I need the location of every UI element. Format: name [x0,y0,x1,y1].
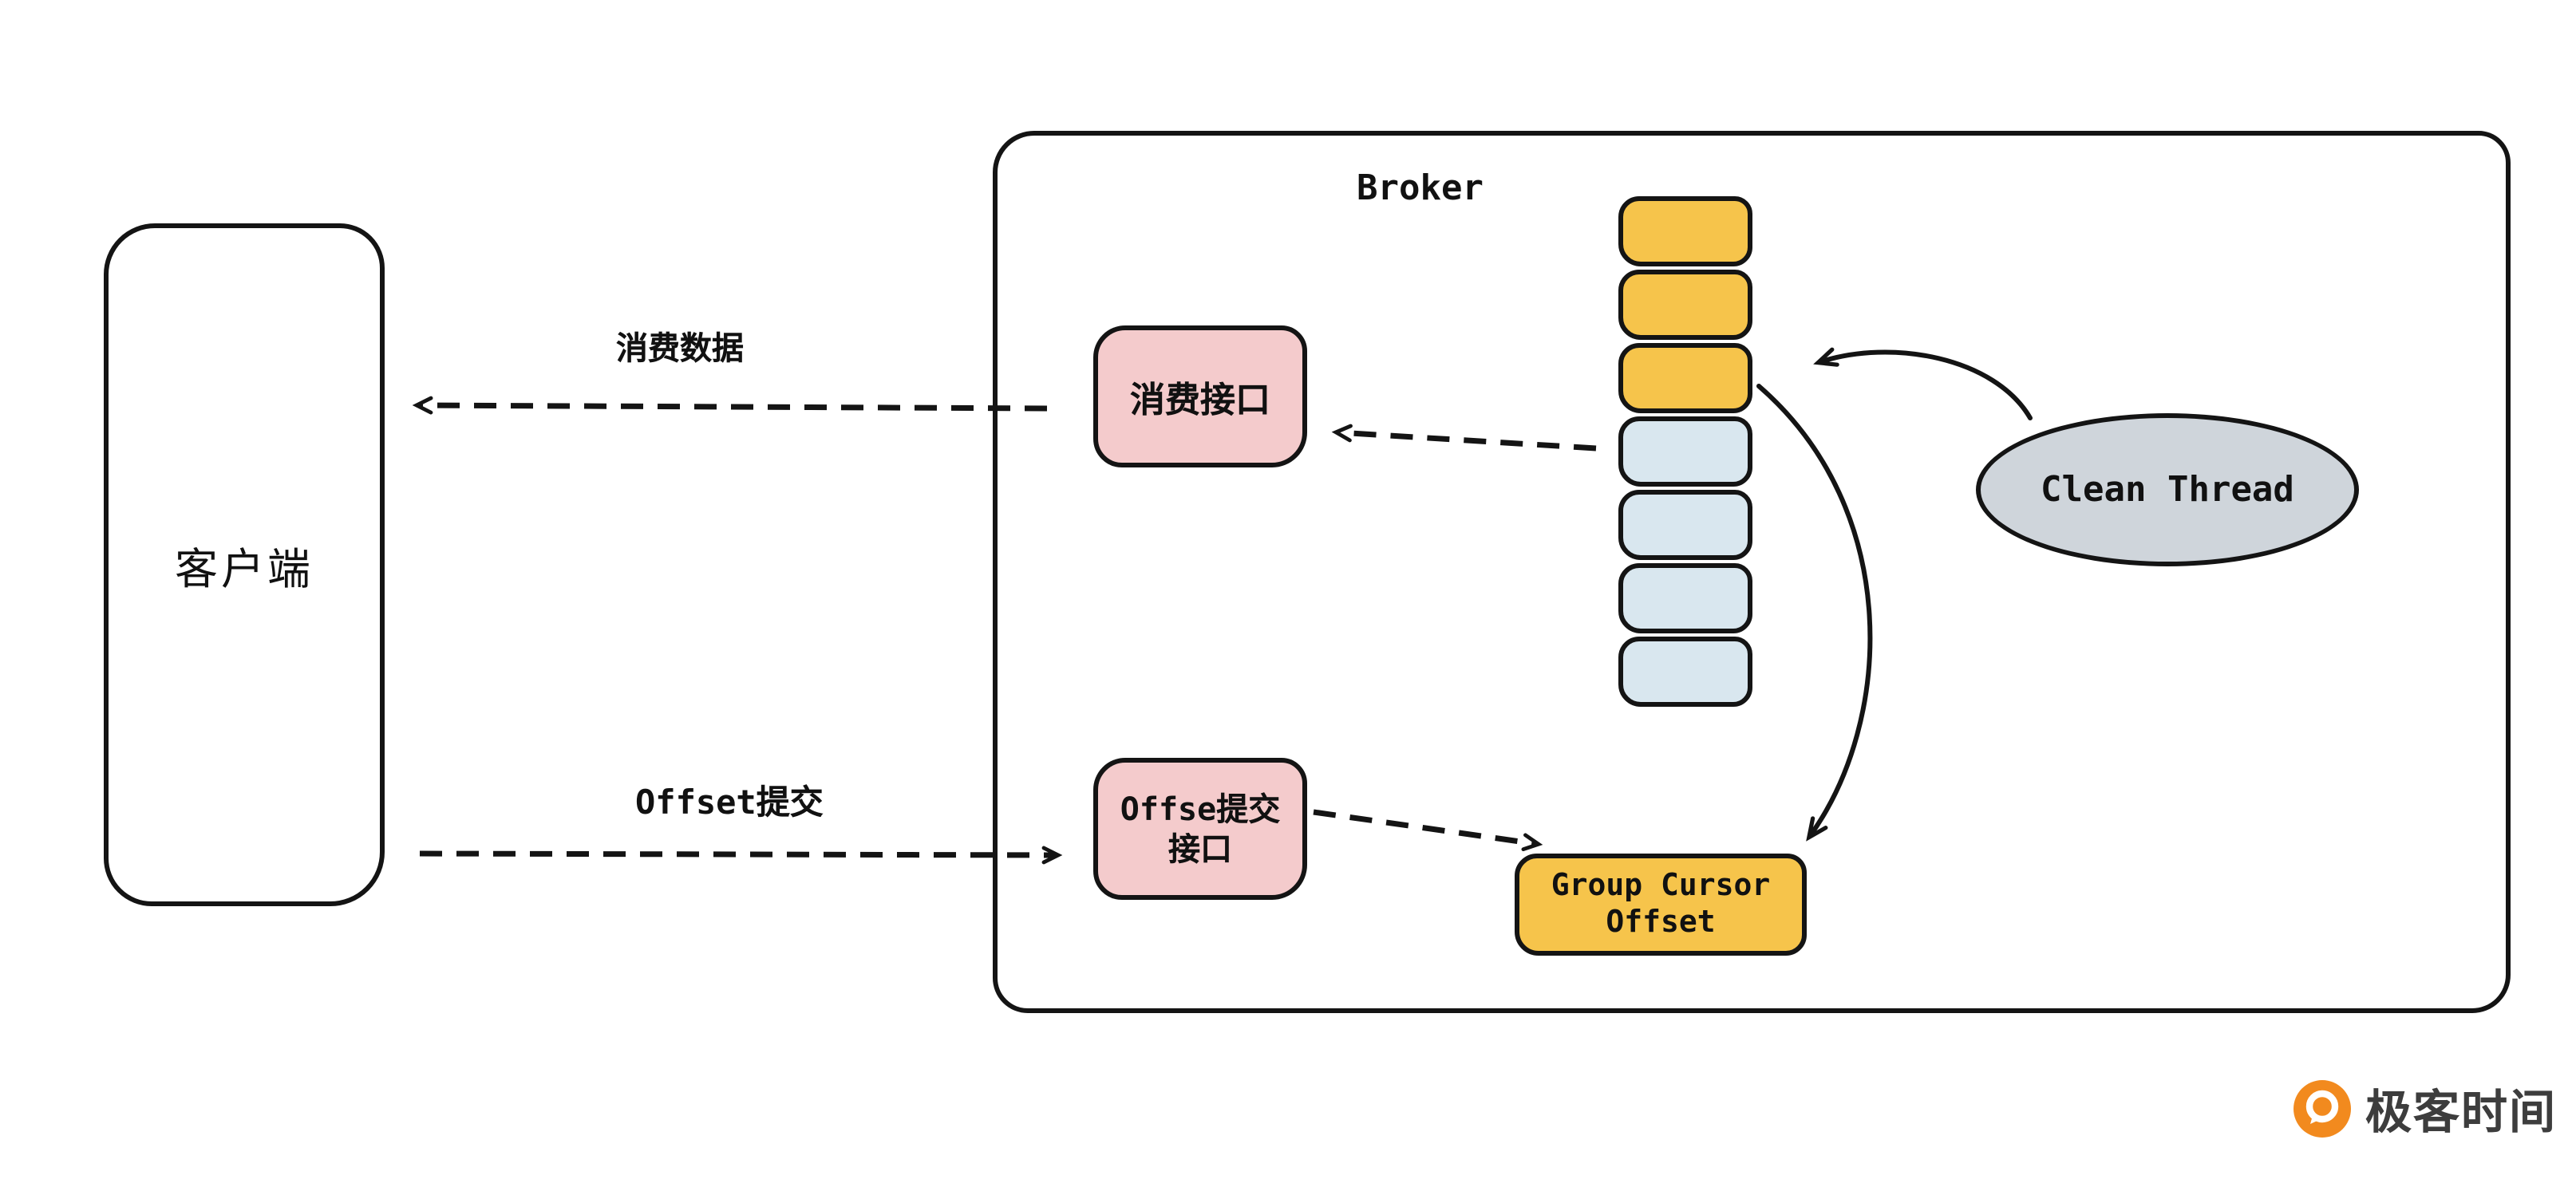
offset-interface-node: Offse提交 接口 [1093,758,1307,900]
offset-commit-label: Offset提交 [635,783,824,822]
geektime-logo-text: 极客时间 [2365,1085,2558,1139]
message-queue [1618,196,1752,710]
clean-thread-label: Clean Thread [2041,470,2294,510]
offset-interface-label-line1: Offse提交 [1120,789,1281,827]
consume-interface-label: 消费接口 [1129,381,1270,420]
consume-data-label: 消费数据 [616,329,744,367]
consume-interface-node: 消费接口 [1093,325,1307,467]
clean-thread-node: Clean Thread [1976,413,2359,566]
offset-commit-arrow [419,846,1063,865]
queue-block [1618,270,1752,340]
group-cursor-label-line1: Group Cursor [1551,867,1771,903]
geektime-logo-icon [2294,1080,2351,1138]
offset-interface-label-line2: 接口 [1168,829,1232,867]
queue-block [1618,563,1752,633]
client-label: 客户端 [175,545,314,594]
client-node: 客户端 [104,223,385,906]
broker-label: Broker [1357,169,1484,209]
group-cursor-node: Group Cursor Offset [1515,854,1807,956]
consume-data-arrow [412,396,1048,415]
queue-block [1618,490,1752,560]
queue-block [1618,416,1752,487]
queue-block [1618,637,1752,707]
group-cursor-label-line2: Offset [1606,905,1716,940]
geektime-logo: 极客时间 [2292,1075,2557,1142]
queue-block [1618,196,1752,266]
queue-block [1618,343,1752,413]
